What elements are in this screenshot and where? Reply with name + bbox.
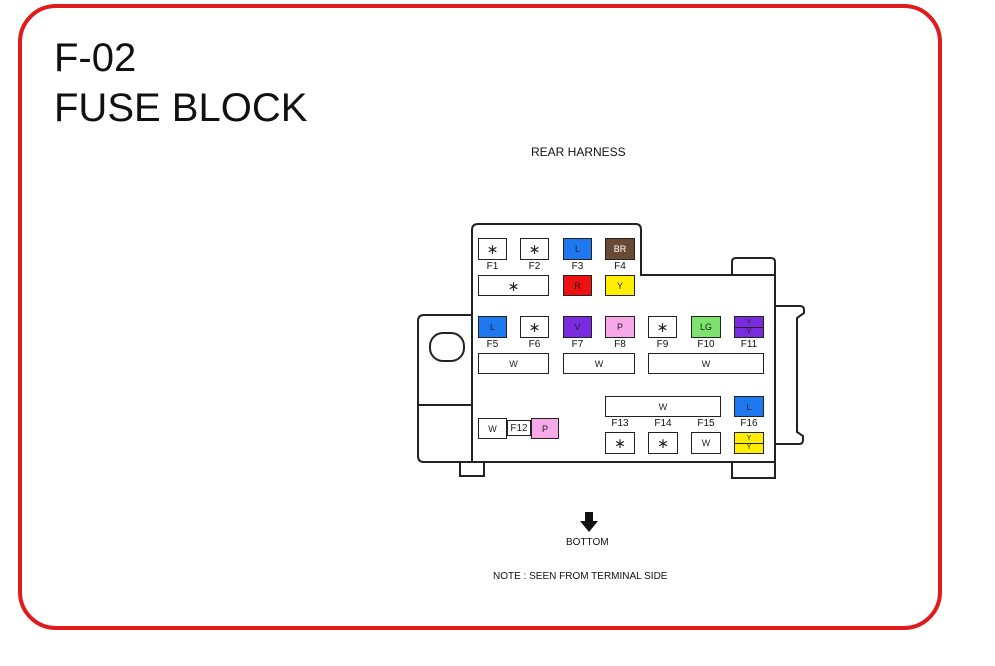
fuse-f3-label: F3 <box>571 261 584 272</box>
connector-code: F-02 <box>54 36 137 80</box>
fuse-f16-bottom-slot: Y Y <box>734 432 764 454</box>
fuse-f4-label: F4 <box>614 261 626 272</box>
fuse-f2-slot: ∗ <box>520 238 549 260</box>
fuse-f9-label: F9 <box>656 339 669 350</box>
fuse-row2-slot-a: W <box>478 353 549 374</box>
fuse-f16-slot: L <box>734 396 764 417</box>
fuse-f1-slot: ∗ <box>478 238 507 260</box>
fuse-f3-bottom-slot: R <box>563 275 592 296</box>
fuse-f11-label: F11 <box>740 339 758 350</box>
connector-name: FUSE BLOCK <box>54 86 308 130</box>
note-label: NOTE : SEEN FROM TERMINAL SIDE <box>493 571 668 582</box>
fuse-f10-slot: LG <box>691 316 721 338</box>
fuse-f13-label: F13 <box>611 418 629 429</box>
fuse-row2-slot-b: W <box>563 353 635 374</box>
fuse-f16-wire2-top: Y <box>746 434 752 442</box>
fuse-f11-wire-top: Y <box>746 318 752 326</box>
fuse-f11-divider <box>735 326 763 328</box>
fuse-f6-label: F6 <box>528 339 541 350</box>
fuse-f10-label: F10 <box>697 339 715 350</box>
fuse-f1-label: F1 <box>486 261 499 272</box>
rear-harness-label: REAR HARNESS <box>531 145 626 159</box>
fuse-f4-slot: BR <box>605 238 635 260</box>
arrow-down-icon <box>580 512 598 532</box>
fuse-f11-wire-bottom: V <box>746 327 752 335</box>
bottom-label: BOTTOM <box>566 537 609 548</box>
diagram-frame <box>18 4 942 630</box>
fuse-f9-slot: ∗ <box>648 316 677 338</box>
fuse-row1-bottom-slot: ∗ <box>478 275 549 296</box>
fuse-f12-left-slot: W <box>478 418 507 439</box>
fuse-f15-label: F15 <box>697 418 715 429</box>
fuse-f8-label: F8 <box>614 339 626 350</box>
fuse-f4-bottom-slot: Y <box>605 275 635 296</box>
fuse-f13-slot: ∗ <box>605 432 635 454</box>
fuse-f14-slot: ∗ <box>648 432 678 454</box>
fuse-f6-slot: ∗ <box>520 316 549 338</box>
fuse-f14-label: F14 <box>654 418 672 429</box>
fuse-f15-slot: W <box>691 432 721 454</box>
fuse-f12-label: F12 <box>507 420 531 436</box>
fuse-f7-slot: V <box>563 316 592 338</box>
fuse-f11-slot: Y V <box>734 316 764 338</box>
fuse-f3-slot: L <box>563 238 592 260</box>
fuse-f5-label: F5 <box>486 339 499 350</box>
fuse-f2-label: F2 <box>528 261 541 272</box>
fuse-f7-label: F7 <box>571 339 584 350</box>
fuse-f16-wire2-bottom: Y <box>746 443 752 451</box>
fuse-f16-divider <box>735 442 763 444</box>
fuse-row3-top-slot: W <box>605 396 721 417</box>
fuse-f12-right-slot: P <box>531 418 559 439</box>
fuse-row2-slot-c: W <box>648 353 764 374</box>
fuse-f8-slot: P <box>605 316 635 338</box>
fuse-f16-label: F16 <box>740 418 758 429</box>
fuse-f5-slot: L <box>478 316 507 338</box>
